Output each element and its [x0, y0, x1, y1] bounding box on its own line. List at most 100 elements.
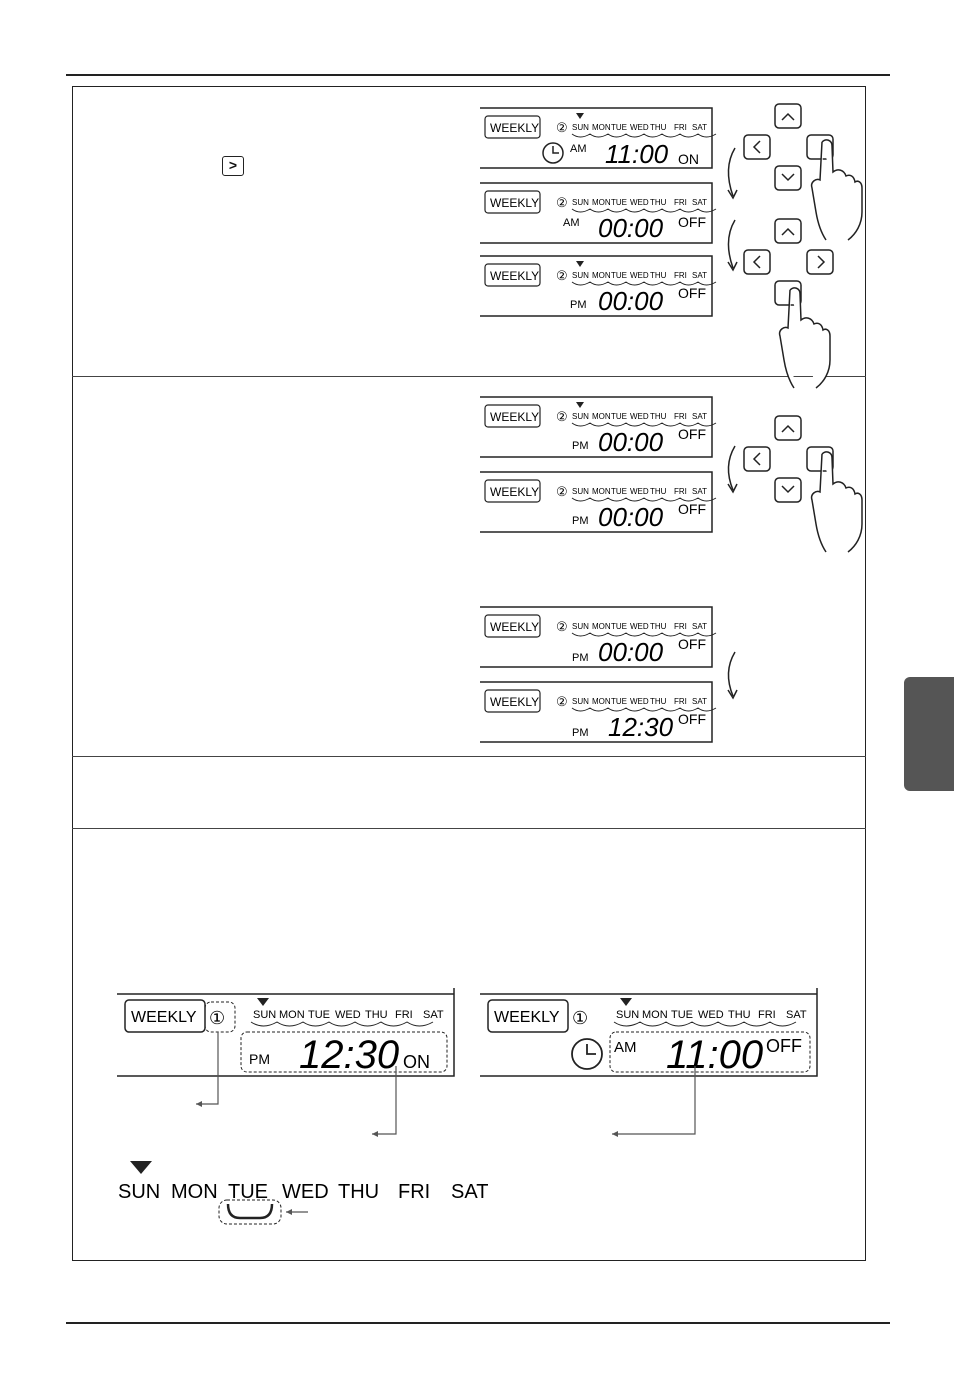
svg-text:MON: MON [592, 412, 611, 421]
svg-text:WEEKLY: WEEKLY [494, 1009, 560, 1026]
svg-text:FRI: FRI [674, 622, 687, 631]
svg-text:AM: AM [570, 143, 587, 155]
svg-text:MON: MON [642, 1009, 668, 1021]
svg-text:THU: THU [650, 123, 667, 132]
svg-text:MON: MON [592, 697, 611, 706]
svg-text:SAT: SAT [423, 1009, 444, 1021]
svg-text:TUE: TUE [611, 697, 627, 706]
svg-text:WEEKLY: WEEKLY [490, 695, 539, 709]
svg-text:OFF: OFF [678, 285, 706, 301]
svg-text:PM: PM [572, 515, 589, 527]
svg-text:00:00: 00:00 [598, 502, 664, 532]
svg-text:12:30: 12:30 [608, 712, 674, 742]
svg-text:SAT: SAT [786, 1009, 807, 1021]
header-rule [66, 74, 890, 76]
svg-text:TUE: TUE [611, 198, 627, 207]
svg-text:SAT: SAT [451, 1181, 488, 1203]
svg-text:THU: THU [650, 487, 667, 496]
svg-text:THU: THU [365, 1009, 388, 1021]
svg-text:11:00: 11:00 [605, 139, 669, 169]
svg-text:FRI: FRI [674, 412, 687, 421]
svg-text:PM: PM [572, 440, 589, 452]
svg-text:TUE: TUE [611, 487, 627, 496]
svg-text:TUE: TUE [228, 1181, 268, 1203]
svg-text:WEEKLY: WEEKLY [490, 620, 539, 634]
svg-text:FRI: FRI [398, 1181, 430, 1203]
svg-text:TUE: TUE [611, 123, 627, 132]
svg-text:WED: WED [630, 697, 649, 706]
section-divider-3 [72, 828, 866, 829]
footer-rule [66, 1322, 890, 1324]
svg-text:SUN: SUN [572, 622, 589, 631]
content-frame [72, 86, 866, 1261]
nav-buttons-2 [743, 218, 834, 389]
svg-text:SUN: SUN [572, 123, 589, 132]
svg-text:MON: MON [592, 198, 611, 207]
svg-text:SAT: SAT [692, 487, 707, 496]
svg-text:WED: WED [630, 198, 649, 207]
svg-text:ON: ON [403, 1052, 430, 1072]
svg-text:MON: MON [592, 487, 611, 496]
svg-text:MON: MON [279, 1009, 305, 1021]
clock-icon [542, 142, 564, 164]
svg-text:TUE: TUE [611, 271, 627, 280]
svg-text:00:00: 00:00 [598, 213, 664, 243]
right-arrow-key-icon: > [222, 156, 244, 176]
svg-text:OFF: OFF [678, 636, 706, 652]
svg-text:SUN: SUN [572, 412, 589, 421]
svg-text:MON: MON [592, 622, 611, 631]
svg-text:THU: THU [650, 271, 667, 280]
svg-text:PM: PM [572, 652, 589, 664]
svg-text:SAT: SAT [692, 412, 707, 421]
svg-text:FRI: FRI [674, 123, 687, 132]
svg-text:SAT: SAT [692, 622, 707, 631]
svg-text:OFF: OFF [678, 214, 706, 230]
svg-text:WED: WED [282, 1181, 329, 1203]
svg-text:WED: WED [630, 123, 649, 132]
svg-text:WEEKLY: WEEKLY [490, 410, 539, 424]
svg-text:00:00: 00:00 [598, 637, 664, 667]
svg-text:WEEKLY: WEEKLY [490, 269, 539, 283]
svg-text:②: ② [556, 619, 568, 634]
svg-text:OFF: OFF [678, 711, 706, 727]
svg-text:SUN: SUN [118, 1181, 160, 1203]
svg-text:PM: PM [572, 727, 589, 739]
svg-text:THU: THU [338, 1181, 379, 1203]
svg-text:FRI: FRI [674, 198, 687, 207]
svg-text:SAT: SAT [692, 697, 707, 706]
svg-text:OFF: OFF [678, 501, 706, 517]
svg-text:FRI: FRI [395, 1009, 413, 1021]
svg-text:WEEKLY: WEEKLY [131, 1009, 197, 1026]
svg-text:MON: MON [171, 1181, 218, 1203]
svg-text:SUN: SUN [253, 1009, 276, 1021]
svg-text:SUN: SUN [572, 697, 589, 706]
large-day-row: SUN MON TUE WED THU FRI SAT [118, 1161, 488, 1225]
svg-text:WEEKLY: WEEKLY [490, 485, 539, 499]
svg-text:MON: MON [592, 123, 611, 132]
svg-text:②: ② [556, 268, 568, 283]
svg-text:WED: WED [698, 1009, 724, 1021]
svg-text:AM: AM [563, 217, 580, 229]
svg-text:②: ② [556, 484, 568, 499]
svg-text:②: ② [556, 694, 568, 709]
svg-text:SUN: SUN [572, 198, 589, 207]
curved-arrow-icon [727, 651, 736, 697]
svg-text:WED: WED [630, 412, 649, 421]
svg-text:TUE: TUE [611, 622, 627, 631]
weekly-label: WEEKLY [490, 121, 539, 135]
svg-text:THU: THU [650, 412, 667, 421]
svg-text:THU: THU [650, 622, 667, 631]
svg-text:WEEKLY: WEEKLY [490, 196, 539, 210]
svg-text:THU: THU [650, 198, 667, 207]
svg-text:ON: ON [678, 151, 699, 167]
svg-text:FRI: FRI [758, 1009, 776, 1021]
svg-text:SUN: SUN [572, 487, 589, 496]
svg-text:①: ① [209, 1008, 225, 1028]
